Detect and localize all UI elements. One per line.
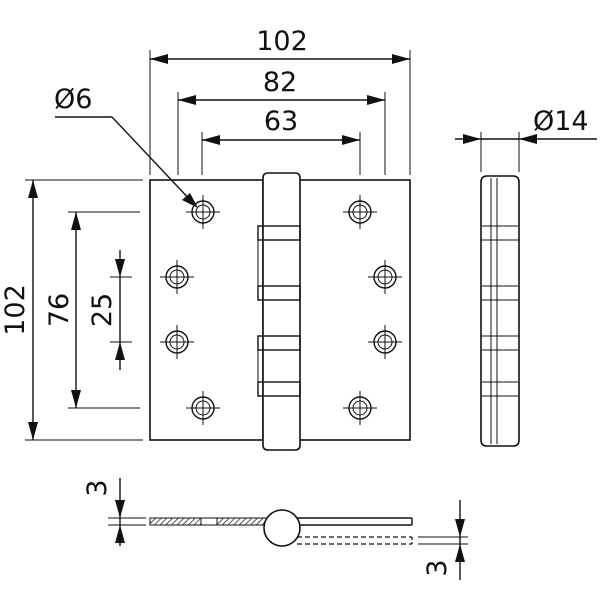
dim-knuckle-diameter-label: Ø14 [533, 106, 589, 137]
dim-height-outer-holes-label: 76 [44, 293, 75, 327]
dim-width-inner-label: 63 [264, 106, 298, 137]
screw-hole-icon [343, 195, 377, 229]
dim-height-inner-holes: 25 [87, 250, 125, 370]
dim-width-total: 102 [150, 26, 410, 64]
dim-height-total: 102 [0, 180, 38, 440]
dim-leaf-thickness-bottom: 3 [418, 500, 468, 580]
dim-hole-diameter: Ø6 [54, 84, 198, 208]
dim-width-inner: 63 [202, 106, 360, 145]
screw-hole-icon [343, 391, 377, 425]
side-view: Ø14 [455, 106, 597, 447]
width-dimensions: 102 82 63 Ø6 [54, 26, 411, 208]
height-dimensions: 102 76 25 [0, 179, 143, 441]
dim-width-mid-label: 82 [263, 67, 297, 98]
knuckle-section [263, 509, 301, 547]
dim-height-total-label: 102 [0, 284, 31, 336]
screw-hole-icon [160, 325, 194, 359]
left-leaf [149, 179, 264, 441]
screw-hole-icon [160, 260, 194, 294]
right-leaf [297, 179, 411, 441]
section-view: 3 3 [82, 478, 468, 580]
dim-leaf-thickness-top: 3 [82, 478, 146, 546]
dim-height-inner-holes-label: 25 [87, 293, 118, 327]
dim-leaf-thickness-bottom-label: 3 [422, 559, 453, 576]
dim-knuckle-diameter: Ø14 [455, 106, 597, 172]
screw-hole-icon [186, 195, 220, 229]
dim-hole-diameter-label: Ø6 [54, 84, 92, 115]
screw-hole-icon [368, 260, 402, 294]
hinge-knuckle [257, 172, 301, 451]
dim-height-outer-holes: 76 [44, 212, 81, 408]
screw-hole-icon [186, 391, 220, 425]
front-view [149, 172, 411, 451]
dim-width-total-label: 102 [256, 26, 308, 57]
dim-width-mid: 82 [178, 67, 385, 105]
screw-hole-icon [368, 325, 402, 359]
dim-leaf-thickness-top-label: 3 [82, 479, 113, 496]
screw-holes [160, 195, 402, 425]
